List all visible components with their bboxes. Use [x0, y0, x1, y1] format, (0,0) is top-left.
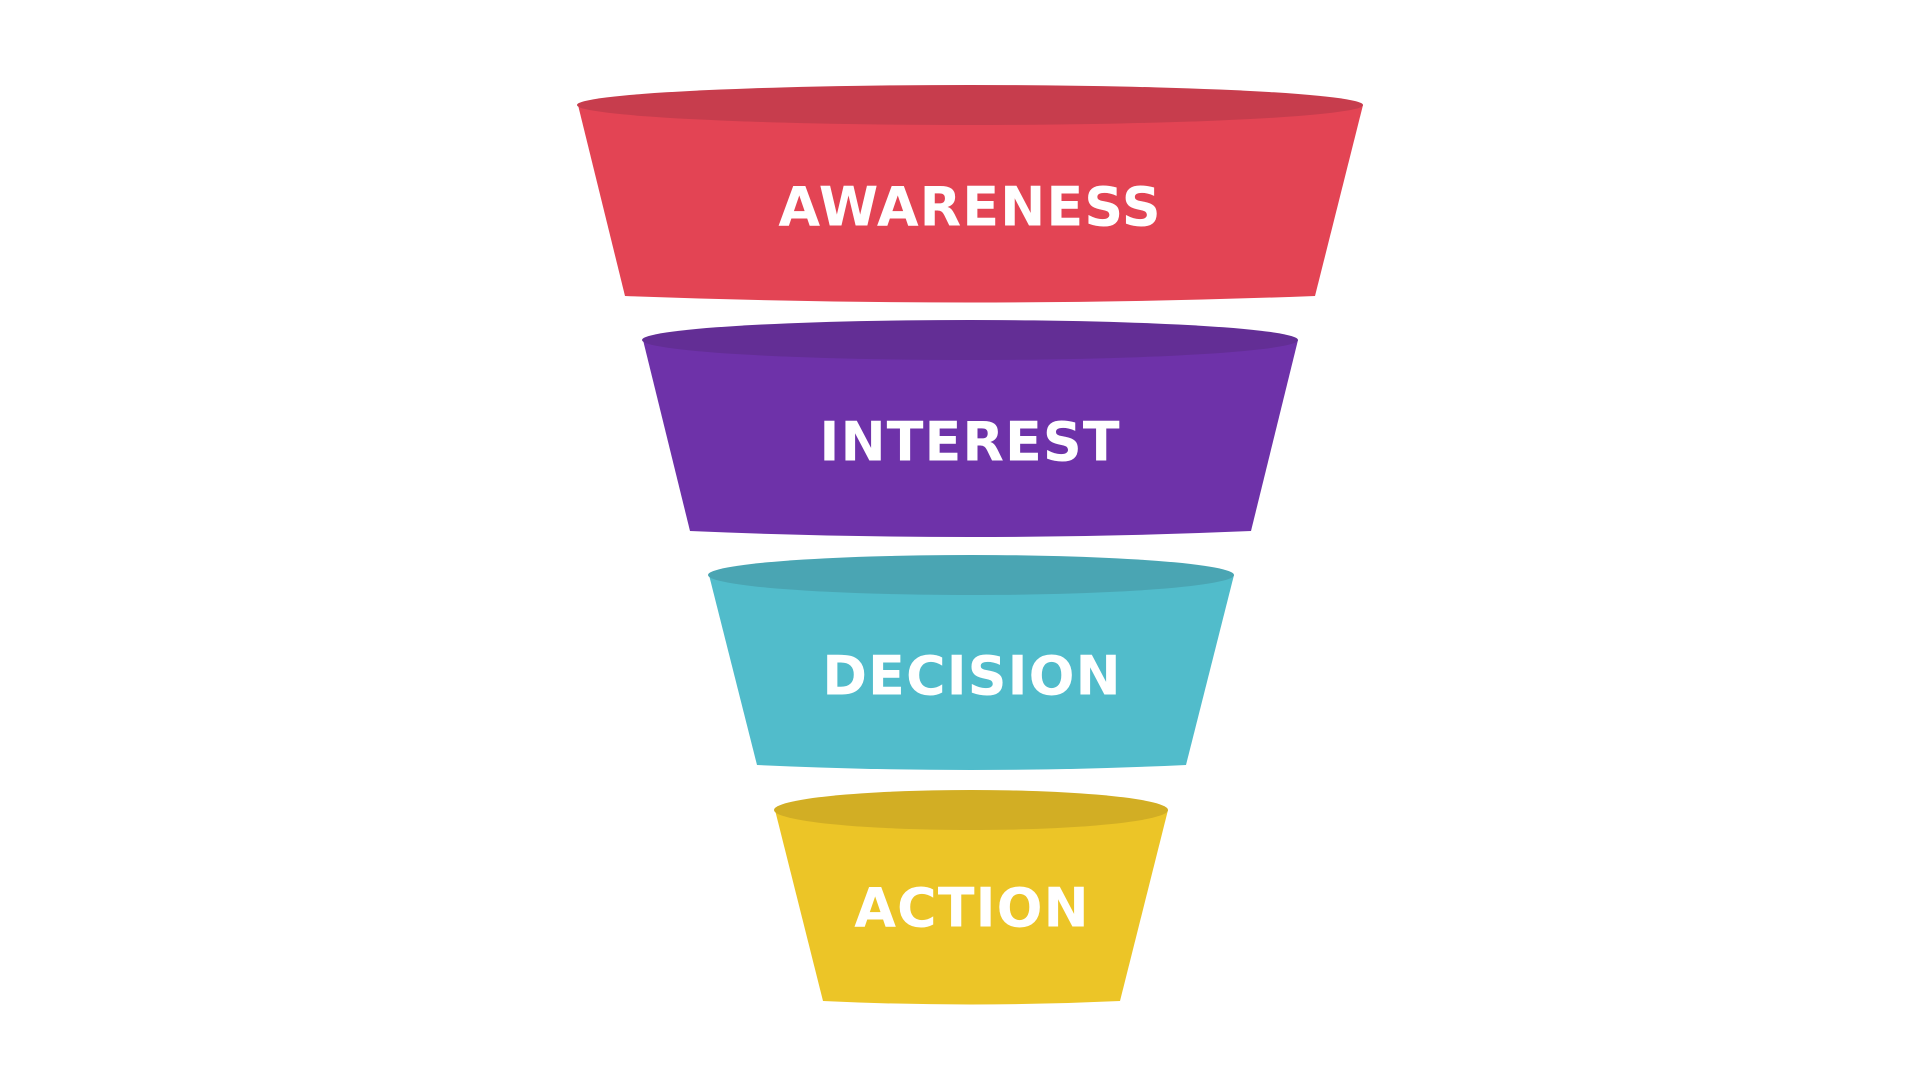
funnel-stage-decision-rim — [708, 555, 1234, 595]
funnel-stage-action-label: ACTION — [854, 877, 1089, 940]
funnel-stage-awareness: AWARENESS — [577, 85, 1363, 303]
funnel-stage-awareness-label: AWARENESS — [778, 176, 1161, 239]
funnel-stage-action-body — [775, 810, 1168, 1005]
funnel-stage-action-rim — [774, 790, 1168, 830]
funnel-stage-awareness-body — [578, 105, 1363, 303]
funnel-stage-decision: DECISION — [708, 555, 1234, 770]
funnel-stage-interest-body — [643, 340, 1298, 537]
funnel-stage-interest: INTEREST — [642, 320, 1298, 537]
funnel-stage-awareness-rim — [577, 85, 1363, 125]
funnel-stage-interest-label: INTEREST — [819, 411, 1120, 474]
funnel-stage-action: ACTION — [774, 790, 1168, 1005]
funnel-stage-decision-body — [709, 575, 1234, 770]
funnel-stage-interest-rim — [642, 320, 1298, 360]
funnel-stage-decision-label: DECISION — [822, 645, 1122, 708]
